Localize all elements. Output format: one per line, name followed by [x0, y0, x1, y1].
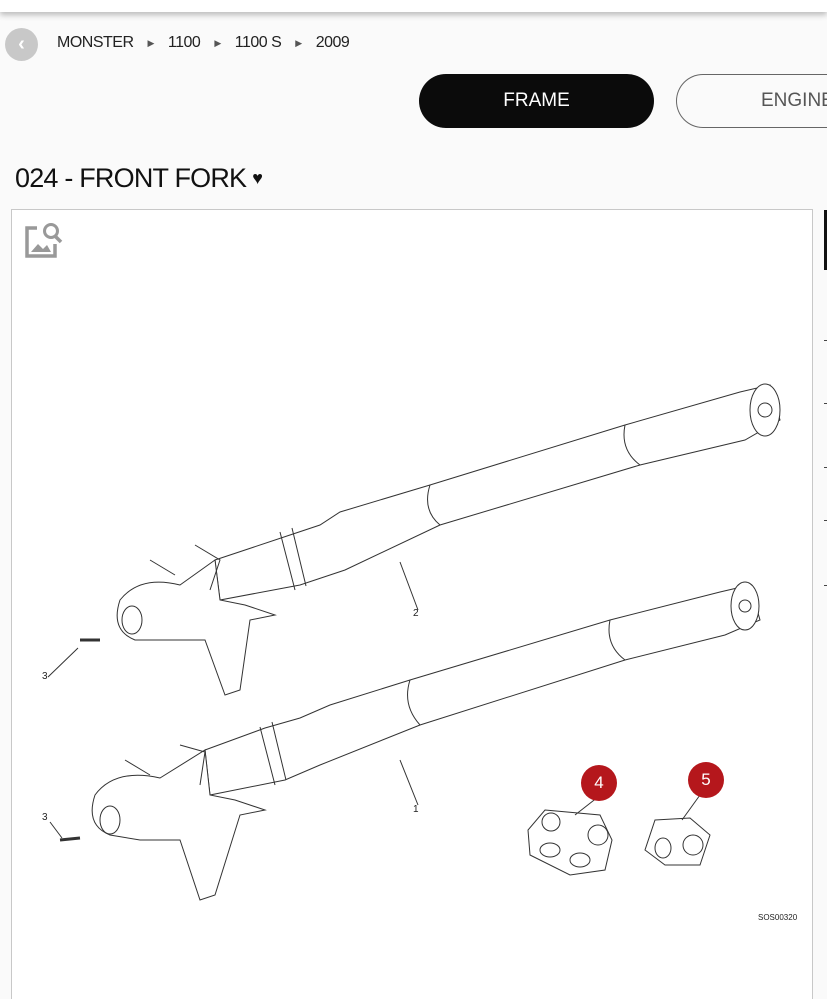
part-label-3[interactable]: 3	[42, 671, 48, 682]
breadcrumb-item[interactable]: 1100	[167, 34, 201, 51]
part-callout-5[interactable]: 5	[688, 762, 724, 798]
tab-engine[interactable]: ENGINE	[676, 74, 827, 128]
breadcrumb-item[interactable]: 1100 S	[234, 34, 282, 51]
caret-right-icon: ▶	[295, 37, 302, 48]
image-zoom-icon[interactable]	[23, 220, 63, 260]
part-4-bushing	[527, 796, 613, 876]
page-title: 024 - FRONT FORK	[15, 163, 247, 193]
diagram-code: SOS00320	[758, 913, 798, 922]
breadcrumb-item[interactable]: MONSTER	[57, 34, 134, 51]
caret-right-icon: ▶	[214, 37, 221, 48]
tab-frame[interactable]: FRAME	[419, 74, 654, 128]
part-callout-4[interactable]: 4	[581, 765, 617, 801]
top-bar	[0, 0, 827, 12]
part-5-bushing	[644, 794, 711, 866]
fork-leg-2	[80, 383, 781, 696]
breadcrumb-item[interactable]: 2009	[315, 34, 350, 51]
part-label-1[interactable]: 1	[413, 804, 419, 815]
part-label-2[interactable]: 2	[413, 608, 419, 619]
chevron-left-icon: ‹	[18, 33, 25, 55]
heart-icon: ♥	[252, 168, 263, 188]
section-title-dropdown[interactable]: 024 - FRONT FORK♥	[15, 163, 263, 194]
part-label-3[interactable]: 3	[42, 812, 48, 823]
side-panel-edge	[824, 210, 827, 270]
back-button[interactable]: ‹	[5, 28, 38, 61]
breadcrumb: MONSTER ▶ 1100 ▶ 1100 S ▶ 2009	[57, 34, 350, 52]
caret-right-icon: ▶	[147, 37, 155, 48]
fork-leg-1	[59, 581, 761, 901]
